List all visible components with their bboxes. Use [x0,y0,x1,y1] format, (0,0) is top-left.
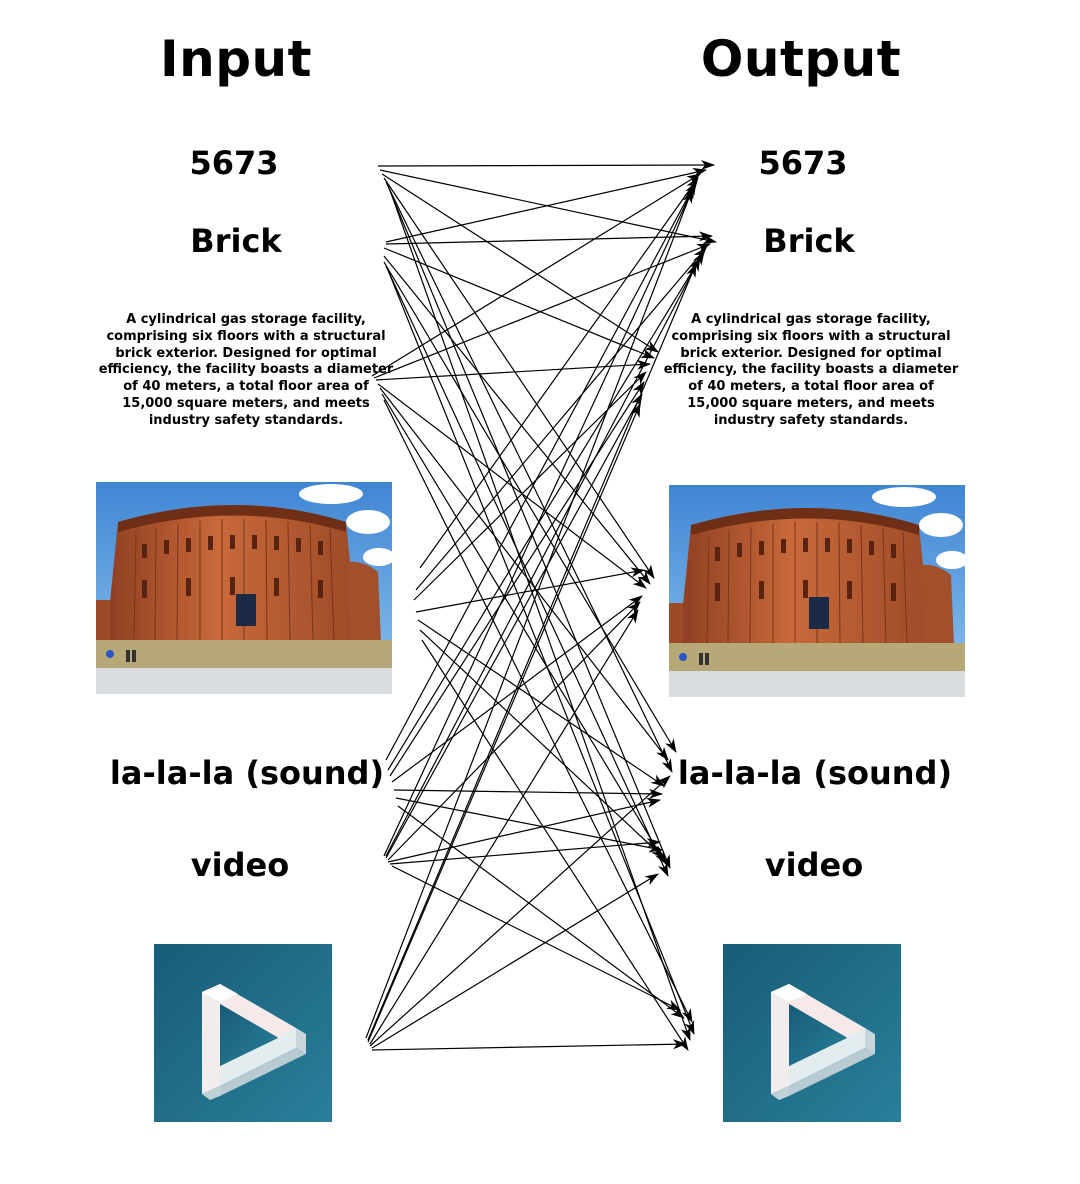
arrow-photo-to-videoicon [421,639,689,1051]
arrow-videoicon-to-word [367,263,697,1041]
arrow-number-to-description [381,173,659,353]
arrow-word-to-description [383,247,655,359]
arrow-video-to-photo [387,601,641,861]
arrow-photo-to-number [419,177,699,569]
arrow-photo-to-sound [417,619,665,787]
arrow-number-to-video [387,185,671,869]
arrow-sound-to-sound [393,788,663,799]
arrow-video-to-video [389,838,661,865]
arrow-sound-to-photo [391,595,643,783]
output-description: A cylindrical gas storage facility, comp… [663,312,959,428]
input-number: 5673 [189,144,279,182]
arrow-description-to-sound [379,387,669,761]
arrow-videoicon-to-sound [369,775,671,1047]
arrow-word-to-word [385,231,713,245]
arrow-videoicon-to-videoicon [371,1039,687,1051]
output-title: Output [700,30,902,88]
arrow-word-to-number [385,167,707,243]
arrow-word-to-video [385,265,669,877]
arrow-videoicon-to-number [365,189,693,1039]
impossible-triangle-play-icon [154,944,332,1122]
arrow-description-to-description [375,359,651,381]
input-video: video [190,846,290,884]
arrow-word-to-photo [383,255,651,585]
arrow-number-to-word [379,169,717,245]
input-description: A cylindrical gas storage facility, comp… [98,312,394,428]
input-building-photo [96,482,392,694]
output-building-photo [669,485,965,697]
arrow-photo-to-description [413,371,647,601]
arrow-sound-to-description [389,381,645,777]
arrow-sound-to-word [387,251,705,771]
arrow-video-to-sound [387,798,661,863]
arrow-description-to-videoicon [383,399,693,1023]
output-sound: la-la-la (sound) [677,754,953,792]
arrow-description-to-word [373,243,711,379]
arrow-sound-to-videoicon [397,805,685,1019]
impossible-triangle-play-icon [723,944,901,1122]
arrow-videoicon-to-video [371,873,659,1049]
arrow-video-to-word [385,257,701,857]
arrow-description-to-number [371,173,701,377]
arrow-description-to-photo [377,383,647,589]
output-video-icon [723,944,901,1122]
arrow-photo-to-video [419,629,665,859]
arrow-videoicon-to-photo [369,609,639,1045]
gas-storage-building-photo [669,485,965,697]
arrow-sound-to-number [385,181,697,761]
input-word: Brick [190,222,282,260]
arrow-word-to-videoicon [387,269,695,1035]
output-number: 5673 [758,144,848,182]
gas-storage-building-photo [96,482,392,694]
arrow-number-to-sound [385,181,673,773]
output-video: video [764,846,864,884]
input-title: Input [160,30,312,88]
arrow-videoicon-to-description [367,403,641,1043]
arrow-number-to-photo [383,177,655,579]
input-video-icon [154,944,332,1122]
arrow-word-to-sound [383,261,677,753]
arrow-number-to-number [377,160,715,171]
arrow-number-to-videoicon [389,189,691,1041]
arrow-photo-to-photo [415,567,645,613]
arrow-sound-to-video [395,797,663,853]
input-sound: la-la-la (sound) [109,754,385,792]
arrow-video-to-description [385,393,643,859]
output-word: Brick [763,222,855,260]
arrow-description-to-video [381,393,667,865]
arrow-video-to-videoicon [391,865,681,1011]
arrow-video-to-number [383,185,695,857]
